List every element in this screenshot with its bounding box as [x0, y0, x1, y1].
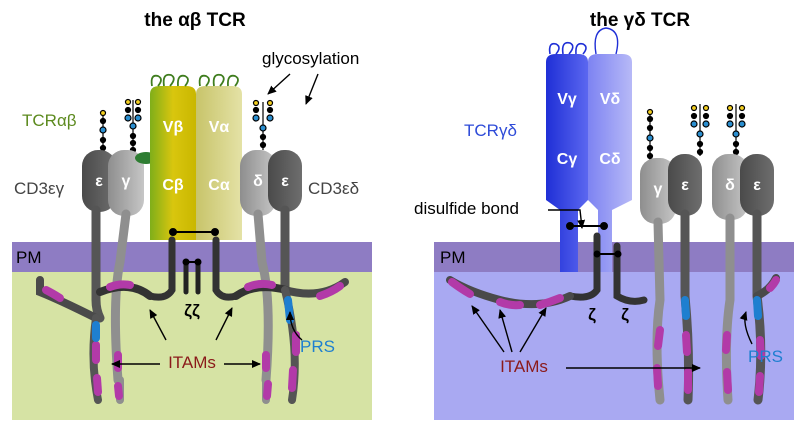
cd3-delta: δ — [240, 150, 276, 216]
tcr-alpha-chain: Vα Cα — [196, 73, 242, 240]
right-arrows — [471, 209, 753, 372]
zeta-zeta-label: ζζ — [184, 301, 200, 320]
right-chain-epsilon-1: ε — [681, 177, 689, 194]
c-beta-label: Cβ — [162, 177, 184, 194]
left-membrane — [12, 242, 372, 272]
v-beta-label: Vβ — [163, 119, 184, 136]
right-chain-delta: δ — [725, 177, 735, 194]
left-itams-label: ITAMs — [168, 353, 216, 372]
chain-epsilon-left: ε — [95, 173, 103, 190]
v-delta-label: Vδ — [600, 91, 621, 108]
right-panel: the γδ TCR Vγ Cγ Vδ Cδ — [414, 10, 794, 420]
glycosylation-label: glycosylation — [262, 49, 359, 68]
right-pm-label: PM — [440, 248, 466, 267]
right-disulfide-bonds — [566, 222, 622, 258]
left-itam-segments — [42, 279, 344, 400]
right-cd3-epsilon-1: ε — [668, 154, 702, 216]
tcr-beta-chain: Vβ Cβ — [150, 73, 196, 240]
right-cd3-delta: δ — [712, 154, 748, 220]
left-pm-label: PM — [16, 248, 42, 267]
tcr-ab-label: TCRαβ — [22, 111, 77, 130]
right-chain-gamma: γ — [654, 181, 663, 198]
cd3-gamma: γ — [108, 150, 144, 216]
v-gamma-label: Vγ — [557, 91, 577, 108]
right-title: the γδ TCR — [590, 10, 690, 31]
tcr-gamma-chain: Vγ Cγ — [546, 41, 588, 272]
glycan-icon — [646, 104, 746, 160]
right-prs-label: PRS — [748, 347, 783, 366]
chain-epsilon-right: ε — [281, 173, 289, 190]
tcr-delta-chain: Vδ Cδ — [588, 27, 632, 272]
right-itams-label: ITAMs — [500, 357, 548, 376]
left-disulfide-bonds — [169, 228, 219, 266]
disulfide-bond-label: disulfide bond — [414, 199, 519, 218]
chain-gamma: γ — [122, 173, 131, 190]
right-chain-epsilon-2: ε — [753, 177, 761, 194]
right-itam-segments — [448, 276, 780, 396]
left-prs-label: PRS — [300, 337, 335, 356]
left-arrows — [111, 73, 319, 368]
left-title: the αβ TCR — [144, 10, 246, 31]
cd3-epsilon-right: ε — [268, 150, 302, 212]
c-delta-label: Cδ — [599, 151, 621, 168]
left-panel: the αβ TCR ε — [12, 10, 372, 420]
c-alpha-label: Cα — [208, 177, 230, 194]
right-prs-segments — [681, 296, 762, 320]
tcr-gd-label: TCRγδ — [464, 121, 517, 140]
cd3-eg-label: CD3εγ — [14, 179, 65, 198]
zeta-2-label: ζ — [621, 305, 629, 324]
v-alpha-label: Vα — [209, 119, 230, 136]
cd3-ed-label: CD3εδ — [308, 179, 359, 198]
c-gamma-label: Cγ — [557, 151, 578, 168]
chain-delta: δ — [253, 173, 263, 190]
zeta-1-label: ζ — [588, 305, 596, 324]
right-cd3-epsilon-2: ε — [740, 154, 774, 216]
right-cd3-gamma: γ — [640, 158, 676, 224]
